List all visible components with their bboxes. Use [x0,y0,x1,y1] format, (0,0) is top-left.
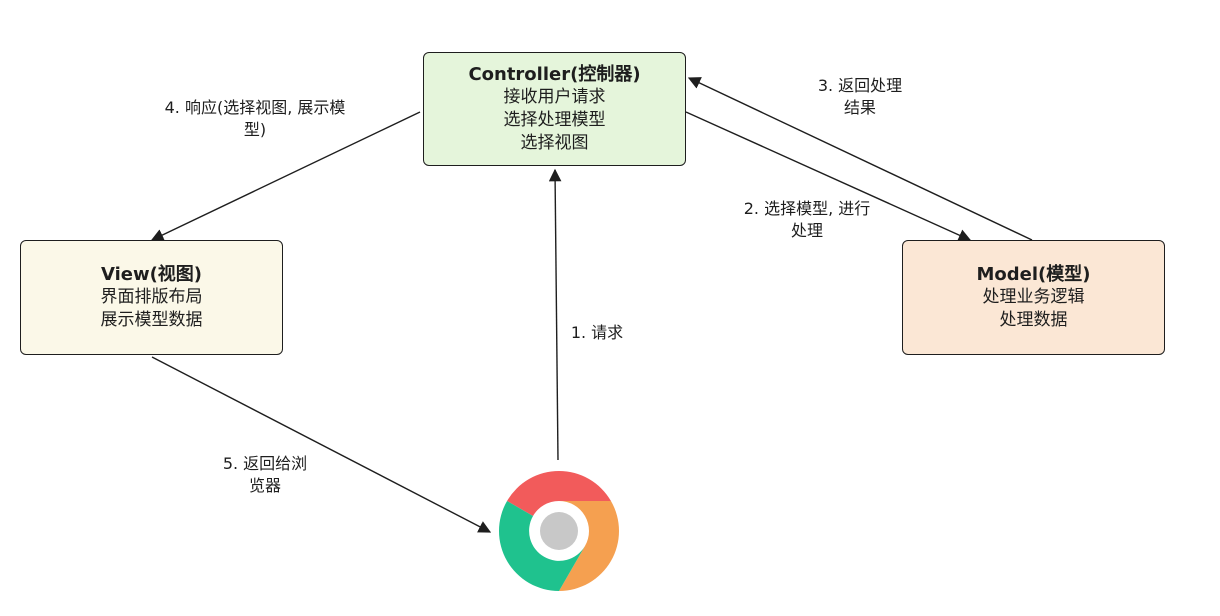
chrome-icon [499,471,619,591]
chrome-red-segment [507,471,611,516]
view-title: View(视图) [100,264,203,285]
edge-label-select-model: 2. 选择模型, 进行 处理 [743,199,871,240]
model-line-2: 处理数据 [999,310,1068,330]
edge-label-return-result: 3. 返回处理 结果 [817,76,903,117]
arrow-response [150,111,421,241]
edge-label-response: 4. 响应(选择视图, 展示模 型) [164,98,346,139]
arrow-return-browser [151,356,492,533]
view-line-1: 界面排版布局 [100,287,203,307]
chrome-green-segment [499,501,585,591]
controller-title: Controller(控制器) [468,64,641,85]
arrow-select-model [685,111,972,242]
model-line-1: 处理业务逻辑 [982,287,1085,307]
controller-line-2: 选择处理模型 [503,110,606,130]
chrome-orange-segment [559,501,619,591]
edge-label-request: 1. 请求 [570,323,624,342]
controller-line-1: 接收用户请求 [503,87,606,107]
chrome-center-dot [540,512,578,550]
model-title: Model(模型) [976,264,1091,285]
model-node: Model(模型) 处理业务逻辑 处理数据 [902,240,1165,355]
controller-line-3: 选择视图 [520,133,589,153]
view-line-2: 展示模型数据 [100,310,203,330]
arrow-request [548,168,562,461]
view-node: View(视图) 界面排版布局 展示模型数据 [20,240,283,355]
edge-label-return-browser: 5. 返回给浏 览器 [222,454,308,495]
controller-node: Controller(控制器) 接收用户请求 选择处理模型 选择视图 [423,52,686,166]
arrow-return-result [687,77,1033,241]
